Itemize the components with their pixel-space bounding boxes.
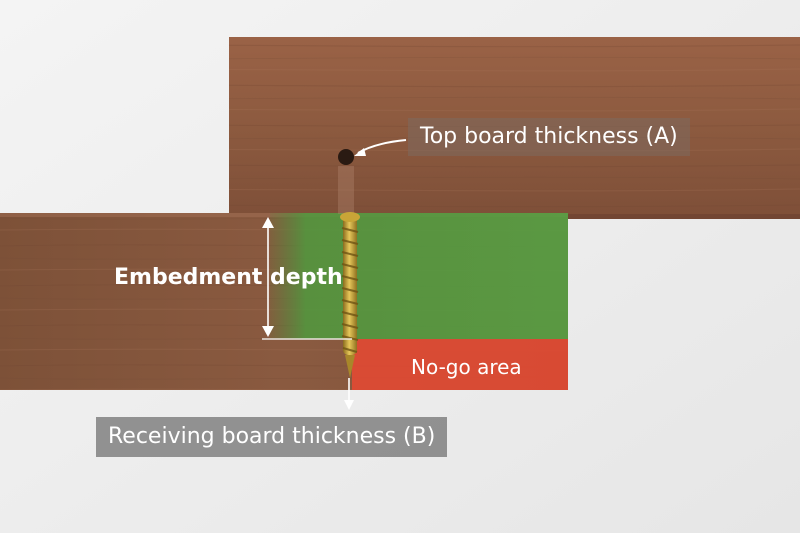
no-go-area-label: No-go area — [411, 355, 522, 379]
receiving-board-arrow — [344, 378, 354, 410]
receiving-board-thickness-label: Receiving board thickness (B) — [96, 417, 448, 457]
embedment-zone — [270, 213, 568, 339]
top-board-arrow — [354, 139, 407, 156]
embedment-arrow — [262, 217, 274, 337]
no-go-zone — [352, 339, 568, 390]
pilot-hole — [338, 149, 354, 214]
embedment-depth-label: Embedment depth — [114, 265, 343, 290]
screw — [340, 212, 360, 378]
top-board-thickness-label: Top board thickness (A) — [408, 118, 690, 156]
